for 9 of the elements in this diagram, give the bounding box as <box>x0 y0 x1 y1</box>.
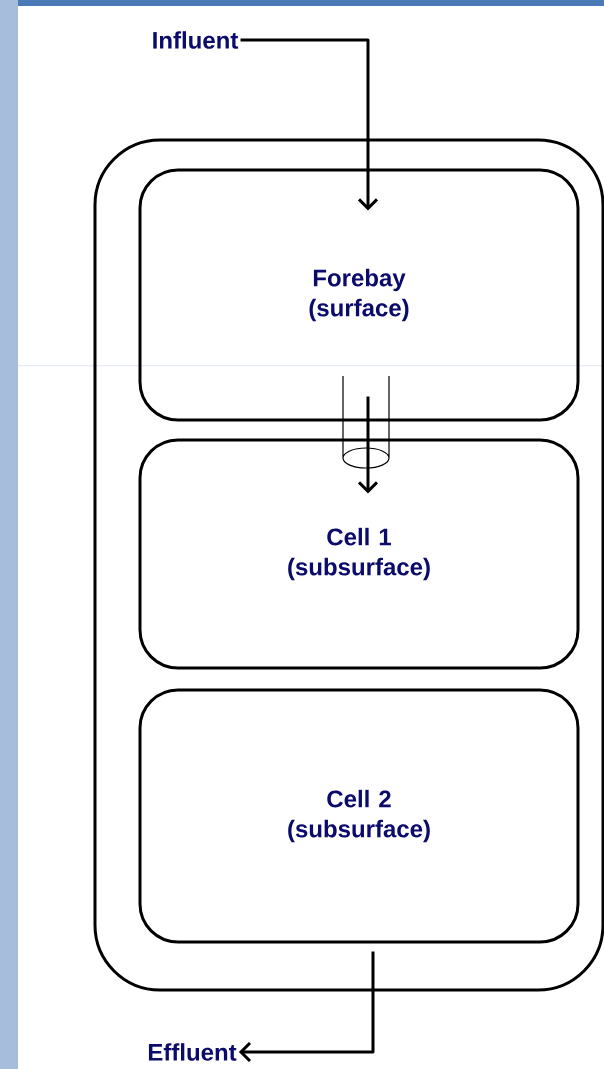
outer-box <box>93 138 604 992</box>
arrow <box>238 951 375 1063</box>
process-box: Forebay (surface) <box>138 168 580 422</box>
process-box: Cell 1 (subsurface) <box>138 438 580 670</box>
arrow <box>240 38 379 211</box>
arrow <box>357 396 379 494</box>
flow-label: Influent <box>153 31 239 49</box>
flow-label: Effluent <box>148 1043 237 1061</box>
process-box: Cell 2 (subsurface) <box>138 688 580 944</box>
